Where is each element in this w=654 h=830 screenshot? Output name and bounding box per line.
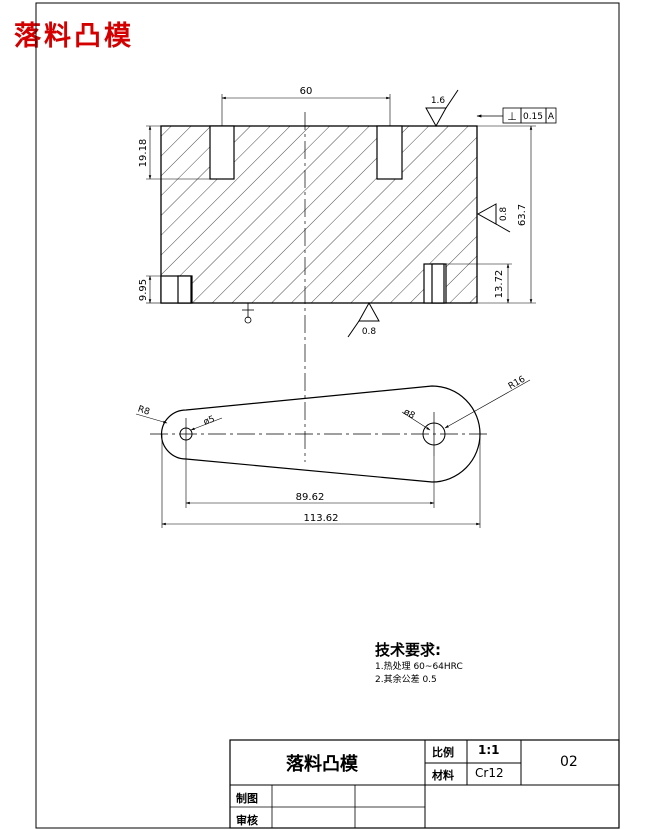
title-block	[229, 739, 620, 829]
dim-19-18: 19.18	[138, 125, 210, 180]
top-hole-right	[376, 125, 403, 180]
bottom-hole-right-inner	[431, 263, 445, 304]
dim-r16: R16	[444, 374, 531, 429]
tech-requirement-item-2: 2.其余公差 0.5	[375, 675, 437, 685]
dim-r8: R8	[135, 404, 168, 424]
dim-dia-8: ø8	[402, 407, 431, 431]
roughness-side-text: 0.8	[499, 207, 509, 222]
dim-9-95-text: 9.95	[138, 279, 149, 301]
tech-requirement-item-1: 1.热处理 60~64HRC	[375, 662, 463, 672]
dim-r8-text: R8	[136, 404, 151, 417]
title-block-part-name: 落料凸模	[286, 754, 358, 775]
dim-19-18-text: 19.18	[138, 139, 149, 168]
bottom-hole-left-inner	[177, 275, 192, 304]
roughness-side: 0.8	[476, 203, 511, 233]
dim-63-7: 63.7	[477, 125, 536, 304]
dim-60-text: 60	[300, 86, 313, 97]
dim-89-62: 89.62	[185, 450, 435, 508]
dim-63-7-text: 63.7	[517, 204, 528, 226]
dim-60: 60	[221, 86, 391, 126]
dim-dia-5: ø5	[190, 415, 223, 431]
tolerance-value: 0.15	[523, 112, 543, 122]
dim-9-95: 9.95	[138, 275, 178, 304]
roughness-top: 1.6	[425, 89, 459, 128]
dim-13-72-text: 13.72	[494, 270, 505, 299]
tolerance-symbol: ⊥	[507, 110, 517, 123]
roughness-top-text: 1.6	[431, 96, 446, 106]
section-view	[160, 125, 478, 304]
tech-requirements: 技术要求: 1.热处理 60~64HRC 2.其余公差 0.5	[375, 641, 463, 687]
title-block-material-value: Cr12	[475, 766, 504, 780]
dim-r16-text: R16	[507, 374, 528, 392]
roughness-bottom: 0.8	[347, 301, 380, 338]
title-block-drawing-no: 02	[560, 754, 578, 770]
tolerance-frame: ⊥ 0.15 A	[476, 107, 557, 124]
dim-13-72: 13.72	[444, 263, 512, 304]
tolerance-datum: A	[548, 112, 555, 122]
dim-dia-8-text: ø8	[402, 407, 417, 421]
title-block-checked-label: 审核	[236, 814, 258, 827]
title-block-scale-label: 比例	[432, 746, 454, 759]
tech-requirements-title: 技术要求:	[375, 641, 441, 659]
dim-dia-5-text: ø5	[202, 415, 216, 428]
title-block-drawn-label: 制图	[236, 792, 258, 805]
title-block-material-label: 材料	[432, 769, 454, 782]
dim-89-62-text: 89.62	[296, 492, 325, 503]
dim-113-62-text: 113.62	[304, 513, 339, 524]
roughness-bottom-text: 0.8	[362, 327, 377, 337]
corner-title: 落料凸模	[14, 21, 134, 52]
datum-symbol	[242, 303, 254, 324]
plan-view	[150, 385, 490, 483]
dim-113-62: 113.62	[161, 434, 481, 528]
top-hole-left	[209, 125, 235, 180]
title-block-scale-value: 1:1	[478, 743, 500, 757]
